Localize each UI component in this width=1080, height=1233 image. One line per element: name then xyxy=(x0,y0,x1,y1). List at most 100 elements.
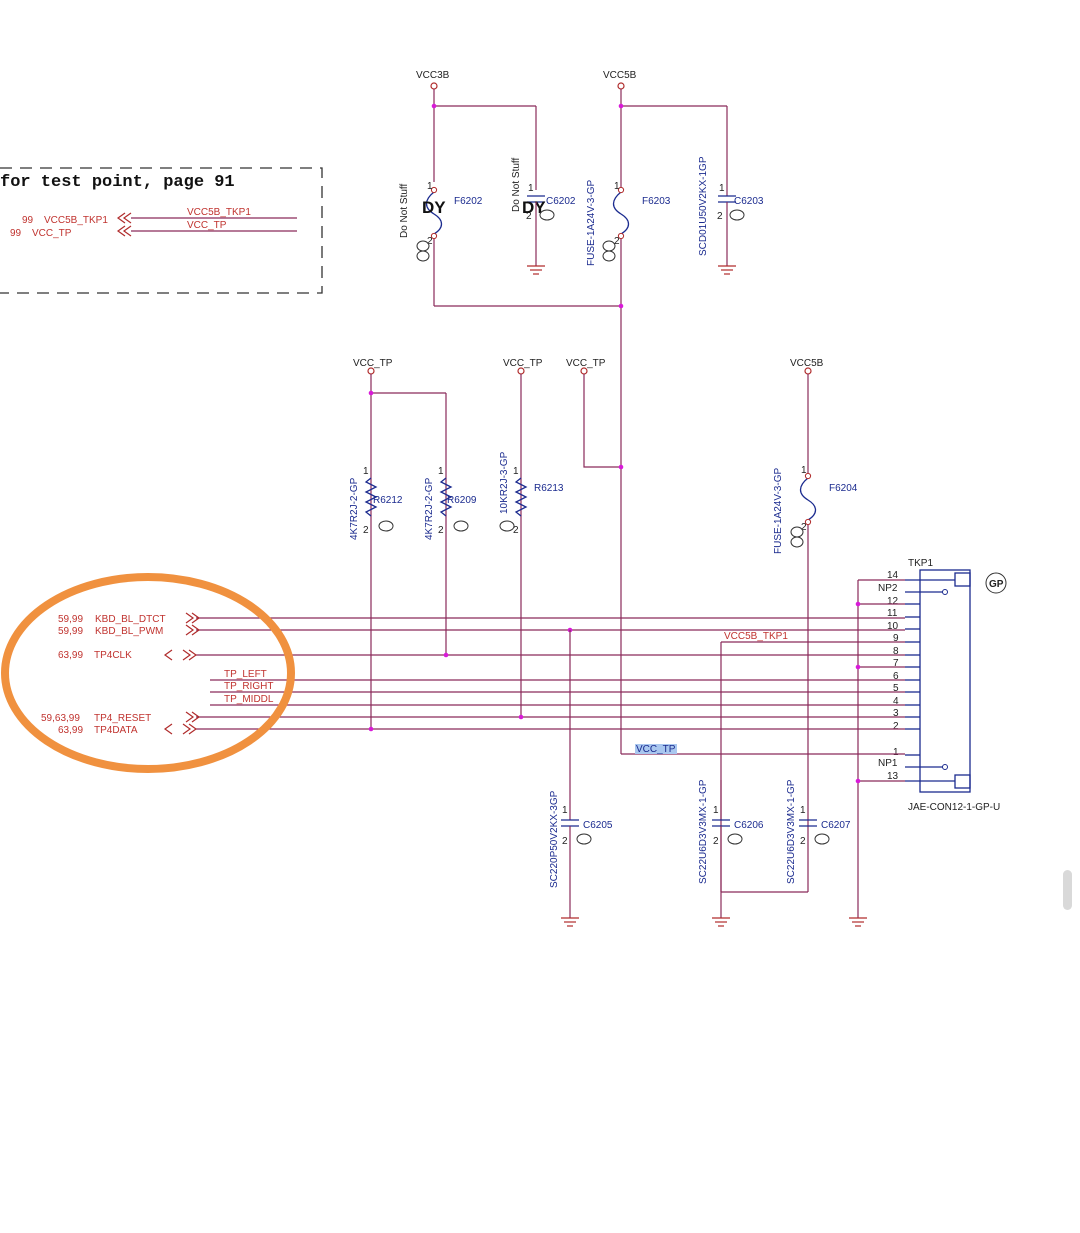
svg-text:2: 2 xyxy=(800,836,806,847)
capacitor-c6207[interactable]: 1 2 C6207 SC22U6D3V3MX-1-GP xyxy=(786,779,851,884)
offpage-arrows xyxy=(163,612,201,735)
resistor-r6212[interactable]: 1 2 R6212 4K7R2J-2-GP xyxy=(349,466,403,540)
c6205-value: SC220P50V2KX-3GP xyxy=(549,790,560,888)
svg-text:9: 9 xyxy=(893,633,899,644)
gp-icon xyxy=(499,520,515,532)
fuse-f6203[interactable]: 1 2 F6203 FUSE-1A24V-3-GP xyxy=(586,180,671,266)
sig-name-7: TP4DATA xyxy=(94,725,138,736)
offpage-arrow-icon xyxy=(116,225,132,237)
f6203-value: FUSE-1A24V-3-GP xyxy=(586,180,597,266)
r6213-value: 10KR2J-3-GP xyxy=(499,451,510,514)
svg-text:5: 5 xyxy=(893,683,899,694)
connector-tkp1[interactable]: TKP1 JAE-CON12-1-GP-U GP xyxy=(908,558,1007,813)
net-vcc5b-tkp1: VCC5B_TKP1 xyxy=(724,631,788,642)
svg-text:NP2: NP2 xyxy=(878,583,898,594)
fuse-f6202[interactable]: 1 2 F6202 Do Not Stuff DY xyxy=(399,181,483,262)
sig-pages-6: 59,63,99 xyxy=(41,713,80,724)
f6202-value: Do Not Stuff xyxy=(399,183,410,238)
r6209-value: 4K7R2J-2-GP xyxy=(424,477,435,540)
gp-icon xyxy=(729,209,745,221)
gp-icon xyxy=(790,526,804,548)
svg-text:1: 1 xyxy=(427,181,433,192)
c6207-value: SC22U6D3V3MX-1-GP xyxy=(786,779,797,884)
svg-text:2: 2 xyxy=(526,211,532,222)
svg-text:11: 11 xyxy=(887,608,898,619)
rail-vcc3b: VCC3B xyxy=(416,70,450,81)
gp-icon xyxy=(416,240,430,262)
gp-icon xyxy=(814,833,830,845)
c6205-ref: C6205 xyxy=(583,820,613,831)
svg-text:2: 2 xyxy=(713,836,719,847)
gp-icon xyxy=(576,833,592,845)
ground-icon xyxy=(849,917,867,927)
c6203-ref: C6203 xyxy=(734,196,764,207)
svg-text:4: 4 xyxy=(893,696,899,707)
svg-text:2: 2 xyxy=(893,721,899,732)
r6209-ref: R6209 xyxy=(447,495,477,506)
f6202-ref: F6202 xyxy=(454,196,483,207)
f6204-value: FUSE-1A24V-3-GP xyxy=(773,468,784,554)
svg-text:2: 2 xyxy=(438,525,444,536)
decoupling-section: 1 2 C6205 SC220P50V2KX-3GP 1 2 C6206 SC2… xyxy=(549,630,867,927)
power-port-icon xyxy=(804,367,812,375)
c6202-value: Do Not Stuff xyxy=(511,157,522,212)
capacitor-c6202[interactable]: 1 2 C6202 Do Not Stuff DY xyxy=(511,157,576,222)
ground-icon xyxy=(561,917,579,927)
svg-text:1: 1 xyxy=(893,747,899,758)
svg-text:3: 3 xyxy=(893,708,899,719)
sig-name-4: TP_RIGHT xyxy=(224,681,273,692)
note-net1-name: VCC5B_TKP1 xyxy=(44,215,108,226)
sig-name-5: TP_MIDDL xyxy=(224,694,274,705)
svg-text:1: 1 xyxy=(614,181,620,192)
svg-text:1: 1 xyxy=(801,465,807,476)
capacitor-c6206[interactable]: 1 2 C6206 SC22U6D3V3MX-1-GP xyxy=(698,779,764,884)
resistor-r6209[interactable]: 1 2 R6209 4K7R2J-2-GP xyxy=(424,466,477,540)
capacitor-c6203[interactable]: 1 2 C6203 SCD01U50V2KX-1GP xyxy=(698,156,764,256)
note-net1-page: 99 xyxy=(22,215,34,226)
rail-vcc5b-right: VCC5B xyxy=(790,358,824,369)
c6207-ref: C6207 xyxy=(821,820,851,831)
power-port-icon xyxy=(367,367,375,375)
ground-icon xyxy=(718,265,736,275)
svg-text:2: 2 xyxy=(801,522,807,533)
power-port-icon xyxy=(430,82,438,90)
r6212-value: 4K7R2J-2-GP xyxy=(349,477,360,540)
svg-text:GP: GP xyxy=(989,579,1004,590)
gp-icon xyxy=(453,520,469,532)
power-section: VCC3B 1 2 F6202 Do Not Stuff DY 1 2 C620… xyxy=(399,70,764,754)
r6213-ref: R6213 xyxy=(534,483,564,494)
svg-text:14: 14 xyxy=(887,570,899,581)
sig-pages-1: 59,99 xyxy=(58,626,83,637)
sig-pages-0: 59,99 xyxy=(58,614,83,625)
svg-text:1: 1 xyxy=(513,466,519,477)
svg-text:2: 2 xyxy=(717,211,723,222)
svg-text:1: 1 xyxy=(719,183,725,194)
fuse-f6204[interactable]: 1 2 F6204 FUSE-1A24V-3-GP xyxy=(773,465,858,554)
svg-text:2: 2 xyxy=(427,236,433,247)
note-net2-name: VCC_TP xyxy=(32,228,72,239)
net-vcc-tp-pin1: VCC_TP xyxy=(636,744,676,755)
connector-ref: TKP1 xyxy=(908,558,933,569)
connector-part: JAE-CON12-1-GP-U xyxy=(908,802,1000,813)
rail-vcc5b-top: VCC5B xyxy=(603,70,637,81)
svg-text:1: 1 xyxy=(713,805,719,816)
c6202-ref: C6202 xyxy=(546,196,576,207)
svg-text:1: 1 xyxy=(528,183,534,194)
gp-icon: GP xyxy=(985,572,1007,594)
svg-text:NP1: NP1 xyxy=(878,758,898,769)
svg-text:10: 10 xyxy=(887,621,899,632)
svg-text:2: 2 xyxy=(363,525,369,536)
capacitor-c6205[interactable]: 1 2 C6205 SC220P50V2KX-3GP xyxy=(549,790,613,888)
gp-icon xyxy=(378,520,394,532)
f6204-ref: F6204 xyxy=(829,483,858,494)
note-wire2-label: VCC_TP xyxy=(187,220,227,231)
svg-text:2: 2 xyxy=(614,236,620,247)
ground-icon xyxy=(527,265,545,275)
f6202-badge: DY xyxy=(422,198,446,217)
signal-labels: 59,99 KBD_BL_DTCT 59,99 KBD_BL_PWM 63,99… xyxy=(41,614,274,736)
resistor-r6213[interactable]: 1 2 R6213 10KR2J-3-GP xyxy=(499,451,564,536)
svg-text:7: 7 xyxy=(893,658,899,669)
svg-text:6: 6 xyxy=(893,671,899,682)
pullup-section: VCC_TP 1 2 R6212 4K7R2J-2-GP 1 2 R6209 4… xyxy=(349,358,858,892)
scrollbar-thumb[interactable] xyxy=(1063,870,1072,910)
